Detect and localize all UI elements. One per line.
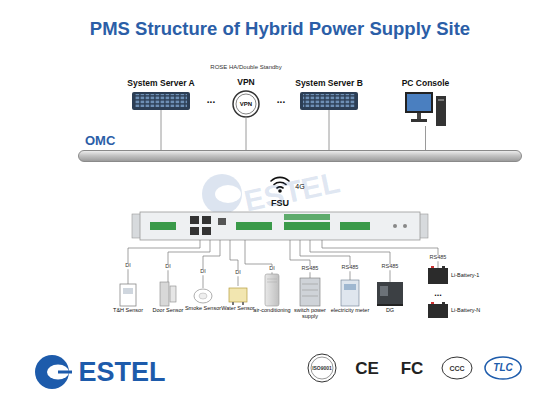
cert-logo: CCC — [449, 365, 464, 372]
wire-connector — [290, 240, 310, 278]
node-label: Li-Battery-N — [451, 308, 480, 314]
brand-logo — [35, 355, 72, 389]
pc-icon — [405, 92, 446, 126]
wire-connector — [203, 240, 220, 288]
network-type: 4G — [295, 183, 304, 190]
wire-connector — [168, 240, 210, 282]
server-box: System Server A — [132, 92, 190, 110]
wire-connector — [161, 110, 162, 150]
signal-label: RS485 — [429, 255, 448, 261]
power-device: air-conditioning — [265, 274, 279, 306]
signal-label: RS485 — [341, 265, 360, 271]
wire-connector — [230, 240, 238, 286]
fsu-unit: FSU — [140, 212, 420, 240]
node-label: System Server A — [127, 79, 194, 88]
wire-connector — [310, 240, 390, 282]
signal-label: RS485 — [301, 266, 320, 272]
server-box: System Server B — [300, 92, 358, 110]
standby-note: ROSE HA/Double Standby — [210, 64, 281, 70]
watermark-logo — [202, 174, 242, 214]
cert-logo: CE — [355, 360, 379, 377]
power-device: electricity meter — [341, 280, 359, 306]
node-label: System Server B — [295, 79, 363, 88]
wire-connector — [246, 117, 247, 150]
cert-logo: FC — [401, 360, 424, 377]
wire-connector — [300, 240, 350, 280]
wire-connector — [425, 126, 426, 150]
node-label: OMC — [85, 134, 115, 148]
battery-device: Li-Battery-N — [428, 304, 448, 318]
page-title: PMS Structure of Hybrid Power Supply Sit… — [0, 18, 560, 40]
node-label: electricity meter — [328, 308, 372, 314]
node-label: Door Sensor — [146, 308, 190, 314]
node-label: Li-Battery-1 — [451, 273, 479, 279]
vpn-node: VPNVPN — [233, 91, 259, 117]
cert-logo: TLC — [493, 363, 512, 373]
fsu-chassis — [132, 212, 428, 240]
wire-connector — [128, 240, 200, 284]
console-node: PC Console — [405, 92, 446, 126]
sensor-device: Smoke Sensor — [194, 288, 212, 304]
signal-label: RS485 — [381, 264, 400, 270]
node-label: Smoke Sensor — [181, 306, 225, 312]
vpn-icon — [236, 94, 256, 114]
certificate-logos — [308, 354, 521, 382]
node-label: PC Console — [402, 79, 450, 88]
signal-label: DI — [268, 266, 276, 272]
sensor-device: Water Sensor — [229, 286, 247, 304]
brand-name: ESTEL — [78, 359, 165, 386]
power-device: DG — [377, 282, 403, 306]
battery-device: Li-Battery-1 — [428, 268, 448, 284]
signal-label: DI — [234, 270, 242, 276]
vpn-icon — [233, 91, 259, 117]
signal-label: DI — [164, 264, 172, 270]
sensor-device: Door Sensor — [160, 282, 176, 306]
device-icons — [120, 266, 448, 318]
ellipsis: ... — [207, 95, 215, 105]
node-label: T&H Sensor — [106, 308, 150, 314]
cert-logo: ISO9001 — [312, 366, 332, 371]
node-label: switch power supply — [288, 308, 332, 320]
sensor-device: T&H Sensor — [120, 284, 136, 306]
wire-connector — [329, 110, 330, 150]
node-label: VPN — [240, 101, 252, 107]
node-label: VPN — [237, 78, 254, 87]
power-device: switch power supply — [300, 278, 320, 306]
watermark: ESTEL — [242, 167, 343, 216]
node-label: DG — [368, 308, 412, 314]
ellipsis: ... — [434, 289, 442, 298]
omc-bus: OMC — [78, 150, 522, 162]
signal-label: DI — [199, 269, 207, 275]
signal-label: DI — [124, 263, 132, 269]
ellipsis: ... — [277, 95, 285, 105]
node-label: air-conditioning — [250, 308, 294, 314]
